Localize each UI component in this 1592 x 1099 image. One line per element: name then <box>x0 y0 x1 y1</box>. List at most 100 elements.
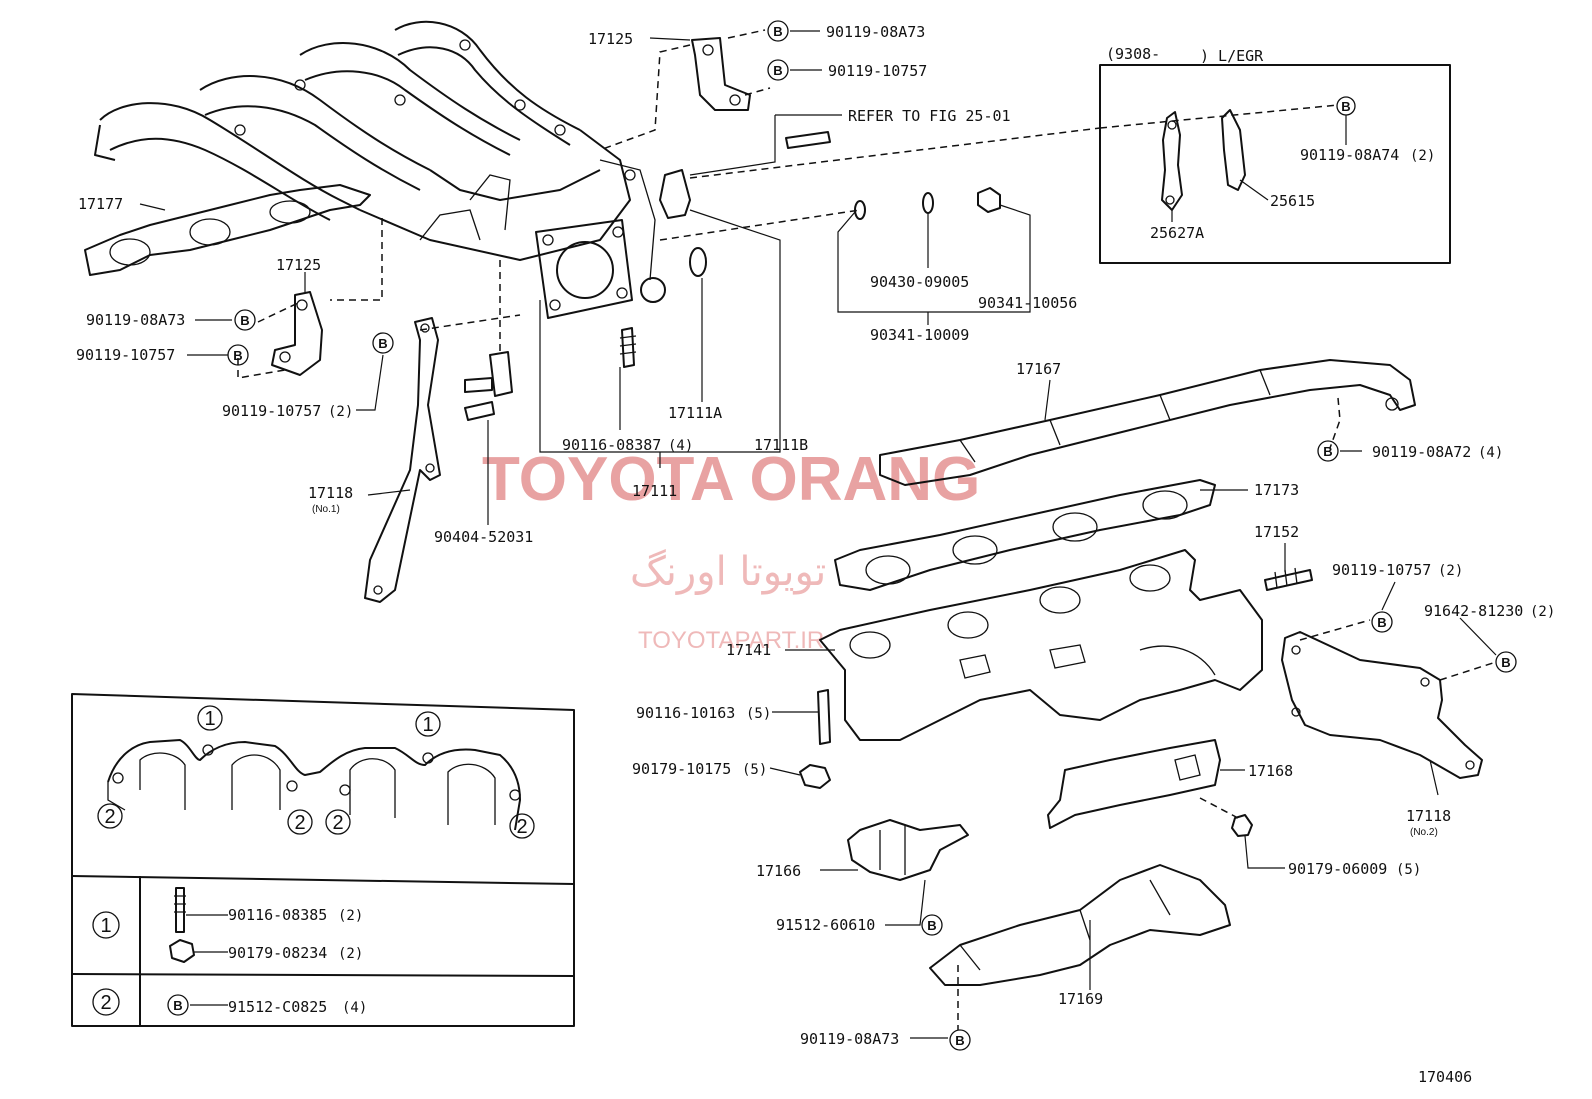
inset-row2-marker: 2 <box>100 992 111 1014</box>
label-17141: 17141 <box>726 641 771 659</box>
bracket-17125-lower <box>271 291 323 376</box>
label-17168: 17168 <box>1248 762 1293 780</box>
watermark-brand: TOYOTA ORANG <box>482 445 980 514</box>
egr-label-25615: 25615 <box>1270 192 1315 210</box>
stay-17118-no1 <box>364 317 441 603</box>
label-no1: (No.1) <box>312 504 340 515</box>
inset-row1-marker: 1 <box>100 915 111 937</box>
label-90119-08A73-left: 90119-08A73 <box>86 311 185 329</box>
inset-panel: 1 1 2 2 2 2 1 90116-08385 (2) 90179-0823… <box>71 693 575 1027</box>
label-17125-lower: 17125 <box>276 256 321 274</box>
inset-row1-part-2: 90179-08234 <box>228 944 327 962</box>
label-17118-no2: 17118 <box>1406 807 1451 825</box>
inset-stud-icon <box>175 887 185 933</box>
egr-label-qty: (2) <box>1410 148 1435 164</box>
stay-17118-no2 <box>1281 631 1483 779</box>
egr-plate-25615 <box>1221 109 1246 191</box>
label-no2: (No.2) <box>1410 827 1438 838</box>
inset-marker-1: 1 <box>422 714 433 736</box>
label-qty-5-nut: (5) <box>742 762 767 778</box>
inset-row2-qty-1: (4) <box>342 1000 367 1016</box>
inset-marker-2: 2 <box>516 816 527 838</box>
watermark-brand-fa: تويوتا اورنگ <box>630 549 826 595</box>
dashed-leaders <box>237 29 1497 1030</box>
label-91642-81230: 91642-81230 <box>1424 602 1523 620</box>
inset-frame <box>71 693 575 1027</box>
watermark: TOYOTA ORANG تويوتا اورنگ TOYOTAPART.IR <box>482 445 980 654</box>
leader-lines <box>139 30 1497 1039</box>
bracket-17125-top <box>691 37 751 111</box>
label-17111: 17111 <box>632 482 677 500</box>
gasket-17177 <box>84 184 371 276</box>
label-90116-08387: 90116-08387 <box>562 436 661 454</box>
label-17169: 17169 <box>1058 990 1103 1008</box>
inset-row1-qty-1: (2) <box>338 908 363 924</box>
label-17111A: 17111A <box>668 404 722 422</box>
label-90341-10056: 90341-10056 <box>978 294 1077 312</box>
label-90430-09005: 90430-09005 <box>870 273 969 291</box>
label-90119-08A73-bottom: 90119-08A73 <box>800 1030 899 1048</box>
union-90404 <box>464 351 513 421</box>
stud-90116-08387 <box>621 327 635 368</box>
inset-marker-1: 1 <box>204 708 215 730</box>
nut-90179-10175 <box>799 764 831 789</box>
label-91512-60610: 91512-60610 <box>776 916 875 934</box>
label-qty-4-stud: (4) <box>668 438 693 454</box>
nut-90179-06009 <box>1231 814 1253 837</box>
part-labels: 17125 90119-08A73 90119-10757 REFER TO F… <box>76 23 1555 1086</box>
inset-row1-qty-2: (2) <box>338 946 363 962</box>
gasket-17111B <box>659 169 691 219</box>
inset-marker-2: 2 <box>294 812 305 834</box>
egr-box: (9308- ) L/EGR 25627A 25615 90119-08A74 … <box>1099 45 1451 264</box>
label-90341-10009: 90341-10009 <box>870 326 969 344</box>
label-90119-10757-stay2: 90119-10757 <box>1332 561 1431 579</box>
label-90119-10757-left: 90119-10757 <box>76 346 175 364</box>
gasket-90430-09005 <box>922 192 934 214</box>
label-17111B: 17111B <box>754 436 808 454</box>
label-17167: 17167 <box>1016 360 1061 378</box>
inset-row2-part-1: 91512-C0825 <box>228 998 327 1016</box>
label-qty-2-91642: (2) <box>1530 604 1555 620</box>
label-90179-06009: 90179-06009 <box>1288 860 1387 878</box>
bolt-symbol: B <box>173 998 182 1013</box>
label-qty-5-06009: (5) <box>1396 862 1421 878</box>
label-90119-08A72: 90119-08A72 <box>1372 443 1471 461</box>
insulator-17169 <box>929 864 1231 986</box>
bolt-symbol: B <box>773 63 782 78</box>
label-17173: 17173 <box>1254 481 1299 499</box>
egr-box-header-suffix: ) L/EGR <box>1200 47 1264 65</box>
inset-marker-2: 2 <box>104 806 115 828</box>
egr-label-25627A: 25627A <box>1150 224 1204 242</box>
gasket-17111A <box>689 247 707 277</box>
inset-nut-icon <box>169 939 195 963</box>
label-90119-10757-top: 90119-10757 <box>828 62 927 80</box>
insulator-17166 <box>847 819 969 881</box>
inset-marker-2: 2 <box>332 812 343 834</box>
insulator-17167 <box>879 359 1416 486</box>
intake-manifold-drawing <box>94 20 666 319</box>
insulator-17168 <box>1047 739 1221 829</box>
bolt-90341-10056 <box>977 187 1001 213</box>
bolt-symbol: B <box>955 1033 964 1048</box>
label-qty-5-stud: (5) <box>746 706 771 722</box>
bolt-symbol: B <box>1377 615 1386 630</box>
stud-17152 <box>1264 569 1313 591</box>
exhaust-manifold-17141 <box>819 549 1263 741</box>
egr-label-90119-08A74: 90119-08A74 <box>1300 146 1399 164</box>
bolt-symbol: B <box>1341 99 1350 114</box>
stud-90116-10163 <box>817 689 831 745</box>
egr-box-frame <box>1099 64 1451 264</box>
egr-box-header-code: (9308- <box>1106 45 1160 63</box>
label-17118-no1: 17118 <box>308 484 353 502</box>
label-90404-52031: 90404-52031 <box>434 528 533 546</box>
bolt-symbol: B <box>927 918 936 933</box>
label-qty-4-insulator: (4) <box>1478 445 1503 461</box>
bolt-symbol: B <box>773 24 782 39</box>
label-90179-10175: 90179-10175 <box>632 760 731 778</box>
label-qty-2-stay: (2) <box>328 404 353 420</box>
label-17125-top: 17125 <box>588 30 633 48</box>
label-90119-10757-stay: 90119-10757 <box>222 402 321 420</box>
label-90116-10163: 90116-10163 <box>636 704 735 722</box>
inset-row1-part-1: 90116-08385 <box>228 906 327 924</box>
